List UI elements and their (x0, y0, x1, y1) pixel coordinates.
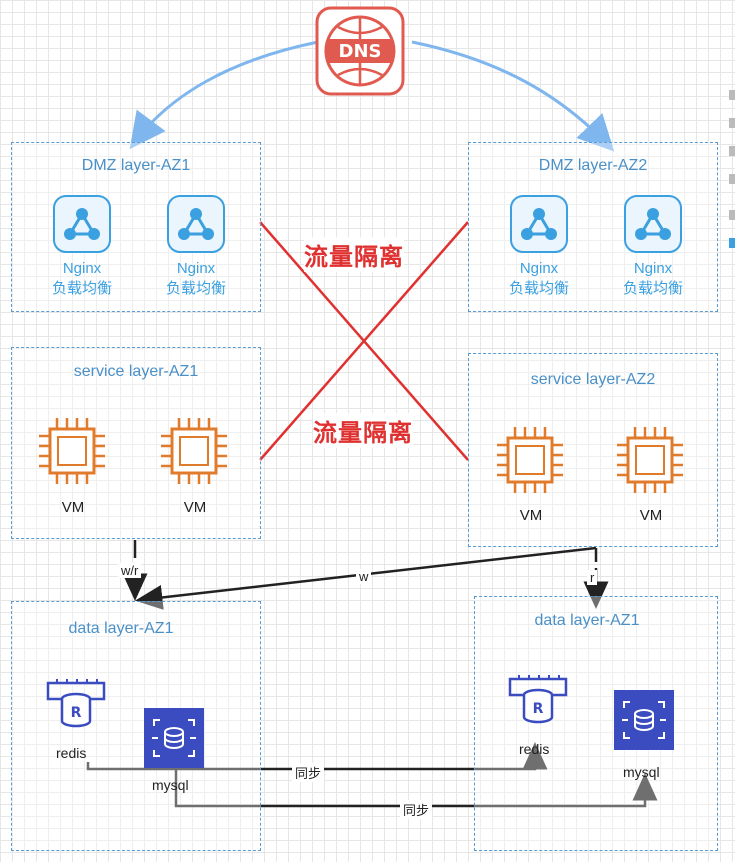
nginx-icon (509, 194, 569, 254)
redis-icon: R (507, 673, 569, 725)
vm-label: VM (519, 507, 543, 524)
cropped-edge-mark (729, 174, 735, 184)
data-layer-az1: data layer-AZ1 (11, 601, 261, 851)
dns-text: DNS (339, 41, 382, 62)
data-az1-title: data layer-AZ1 (68, 620, 174, 637)
vm-chip-icon (495, 425, 565, 495)
nginx-label: Nginx 负载均衡 (37, 259, 127, 299)
svg-text:R: R (71, 705, 82, 721)
svg-text:R: R (533, 701, 544, 717)
service-az2-title: service layer-AZ2 (530, 371, 656, 388)
data-layer-az2: data layer-AZ1 (474, 596, 718, 851)
edge-label-r: r (587, 570, 598, 585)
data-az2-title: data layer-AZ1 (534, 612, 640, 629)
edge-label-w: w (356, 569, 372, 584)
nginx-icon (166, 194, 226, 254)
nginx-name: Nginx (633, 260, 673, 277)
edge-label-sync: 同步 (400, 800, 433, 819)
vm-chip-icon (37, 416, 107, 486)
mysql-label: mysql (623, 764, 660, 780)
isolation-line-2 (259, 221, 469, 461)
nginx-name: Nginx (519, 260, 559, 277)
vm-chip-icon (159, 416, 229, 486)
vm-label: VM (61, 499, 85, 516)
nginx-desc: 负载均衡 (165, 280, 226, 297)
isolation-label: 流量隔离 (304, 237, 404, 272)
vm-chip-icon (615, 425, 685, 495)
nginx-icon (52, 194, 112, 254)
nginx-name: Nginx (176, 260, 216, 277)
mysql-icon (614, 690, 674, 750)
mysql-icon (144, 708, 204, 768)
nginx-icon (623, 194, 683, 254)
nginx-desc: 负载均衡 (622, 280, 683, 297)
redis-icon: R (45, 677, 107, 729)
dns-arrow-left (129, 40, 319, 150)
edge-label-wr: w/r (118, 563, 142, 578)
nginx-label: Nginx 负载均衡 (608, 259, 698, 299)
dns-icon: DNS (314, 5, 406, 97)
redis-label: redis (56, 745, 87, 761)
service-az1-title: service layer-AZ1 (73, 363, 199, 380)
vm-label: VM (183, 499, 207, 516)
dmz-az2-title: DMZ layer-AZ2 (538, 157, 648, 174)
cropped-edge-mark (729, 90, 735, 100)
nginx-label: Nginx 负载均衡 (151, 259, 241, 299)
isolation-label: 流量隔离 (313, 413, 413, 448)
cropped-edge-mark (729, 146, 735, 156)
mysql-label: mysql (152, 777, 189, 793)
cropped-edge-mark (729, 118, 735, 128)
nginx-label: Nginx 负载均衡 (494, 259, 584, 299)
redis-label: redis (519, 741, 550, 757)
dns-arrow-right (411, 40, 615, 152)
edge-label-sync: 同步 (292, 763, 325, 782)
cropped-edge-mark (729, 238, 735, 248)
dmz-az1-title: DMZ layer-AZ1 (81, 157, 191, 174)
cropped-edge-mark (729, 210, 735, 220)
nginx-name: Nginx (62, 260, 102, 277)
nginx-desc: 负载均衡 (508, 280, 569, 297)
vm-label: VM (639, 507, 663, 524)
nginx-desc: 负载均衡 (51, 280, 112, 297)
